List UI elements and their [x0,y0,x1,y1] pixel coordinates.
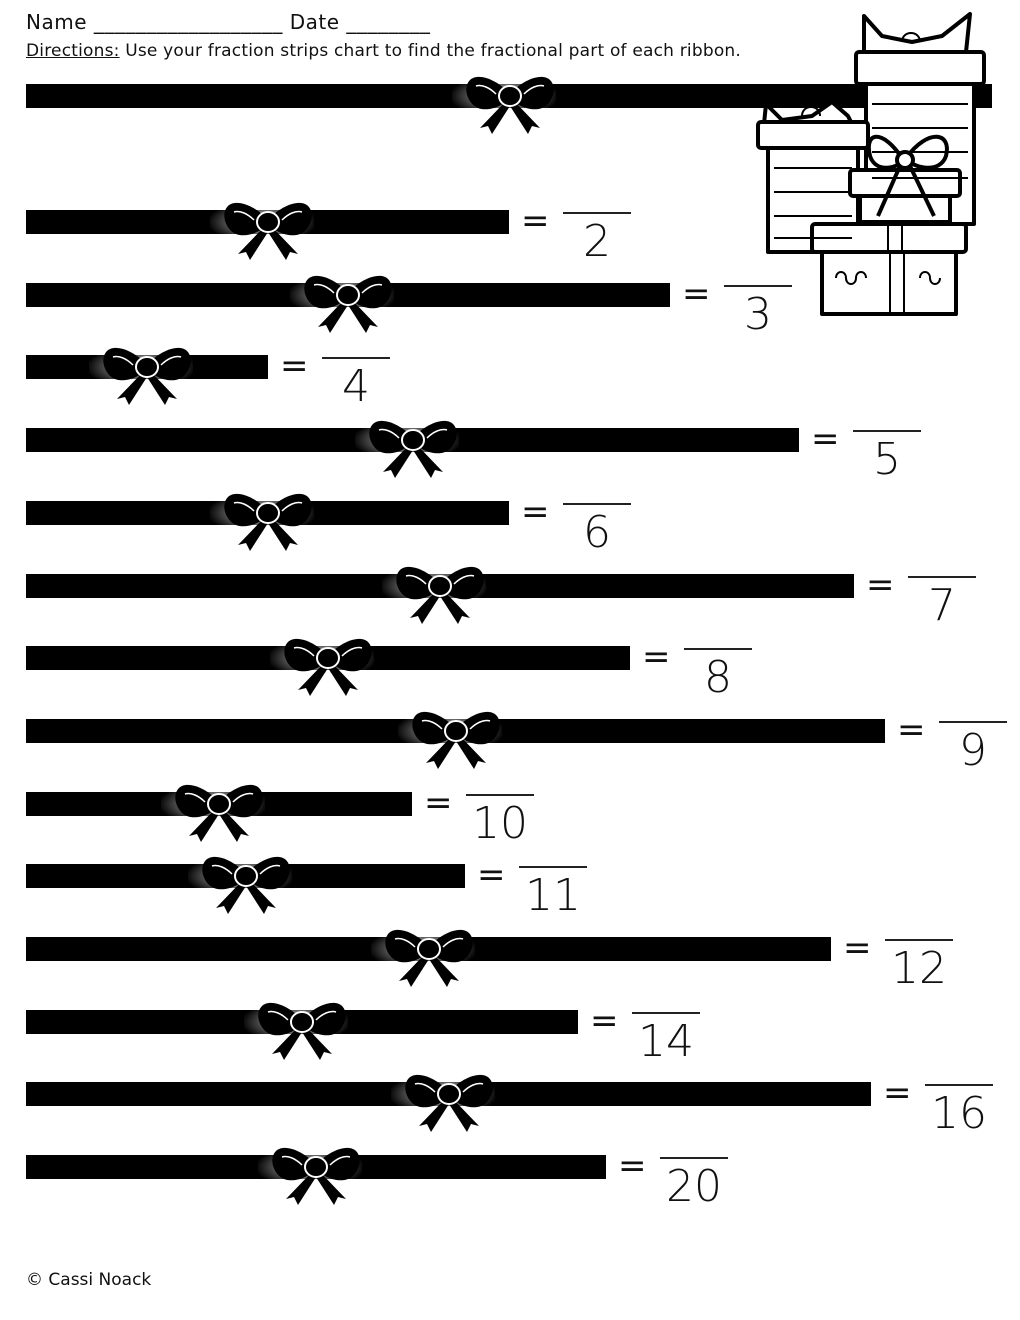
denominator: 4 [342,361,370,412]
numerator-blank[interactable] [724,285,792,287]
denominator: 16 [931,1088,987,1139]
ribbon-row: =16 [26,1082,1011,1162]
ribbon-row: =9 [26,719,1020,799]
bow-icon [296,273,400,335]
ribbon-row: =12 [26,937,971,1017]
numerator-blank[interactable] [885,939,953,941]
header: Name __________________ Date ________ [26,10,430,34]
bow-icon [250,1000,354,1062]
equals-sign: = [843,928,872,968]
ribbon-row: =6 [26,501,649,581]
name-label: Name [26,10,88,34]
equals-sign: = [521,492,550,532]
bow-icon [216,491,320,553]
bow-icon [397,1072,501,1134]
denominator: 20 [666,1161,722,1212]
denominator: 8 [704,652,732,703]
numerator-blank[interactable] [939,721,1007,723]
directions: Directions: Use your fraction strips cha… [26,41,741,61]
ribbon-row: =7 [26,574,994,654]
denominator: 5 [873,434,901,485]
whole-ribbon [26,84,992,164]
numerator-blank[interactable] [466,794,534,796]
ribbon-row: =11 [26,864,605,944]
ribbon-row: =8 [26,646,770,726]
date-line[interactable]: ________ [346,10,431,34]
denominator: 11 [525,870,581,921]
ribbon-row: =4 [26,355,408,435]
numerator-blank[interactable] [632,1012,700,1014]
date-label: Date [289,10,340,34]
bow-icon [167,782,271,844]
ribbon-row: =10 [26,792,552,872]
bow-icon [388,564,492,626]
directions-label: Directions: [26,41,120,61]
denominator: 6 [583,507,611,558]
equals-sign: = [642,637,671,677]
bow-icon [361,418,465,480]
numerator-blank[interactable] [519,866,587,868]
numerator-blank[interactable] [684,648,752,650]
numerator-blank[interactable] [660,1157,728,1159]
denominator: 9 [959,725,987,776]
ribbon-row: =2 [26,210,649,290]
numerator-blank[interactable] [925,1084,993,1086]
directions-text: Use your fraction strips chart to find t… [119,41,742,61]
numerator-blank[interactable] [563,503,631,505]
denominator: 7 [928,580,956,631]
equals-sign: = [883,1073,912,1113]
name-line[interactable]: __________________ [93,10,283,34]
numerator-blank[interactable] [322,357,390,359]
denominator: 14 [638,1016,694,1067]
bow-icon [216,200,320,262]
bow-icon [377,927,481,989]
equals-sign: = [897,710,926,750]
equals-sign: = [590,1001,619,1041]
copyright: © Cassi Noack [26,1270,152,1290]
denominator: 12 [891,943,947,994]
equals-sign: = [521,201,550,241]
equals-sign: = [424,783,453,823]
bow-icon [194,854,298,916]
bow-icon [264,1145,368,1207]
denominator: 10 [472,798,528,849]
numerator-blank[interactable] [908,576,976,578]
equals-sign: = [682,274,711,314]
denominator: 2 [583,216,611,267]
bow-icon [276,636,380,698]
bow-icon [458,74,562,136]
equals-sign: = [280,346,309,386]
equals-sign: = [811,419,840,459]
ribbon-row: =20 [26,1155,746,1235]
equals-sign: = [477,855,506,895]
bow-icon [404,709,508,771]
numerator-blank[interactable] [853,430,921,432]
gift-stack-icon [756,12,986,316]
ribbon-row: =3 [26,283,810,363]
equals-sign: = [618,1146,647,1186]
bow-icon [95,345,199,407]
equals-sign: = [866,565,895,605]
ribbon-row: =14 [26,1010,718,1090]
ribbon-row: =5 [26,428,939,508]
denominator: 3 [744,289,772,340]
numerator-blank[interactable] [563,212,631,214]
